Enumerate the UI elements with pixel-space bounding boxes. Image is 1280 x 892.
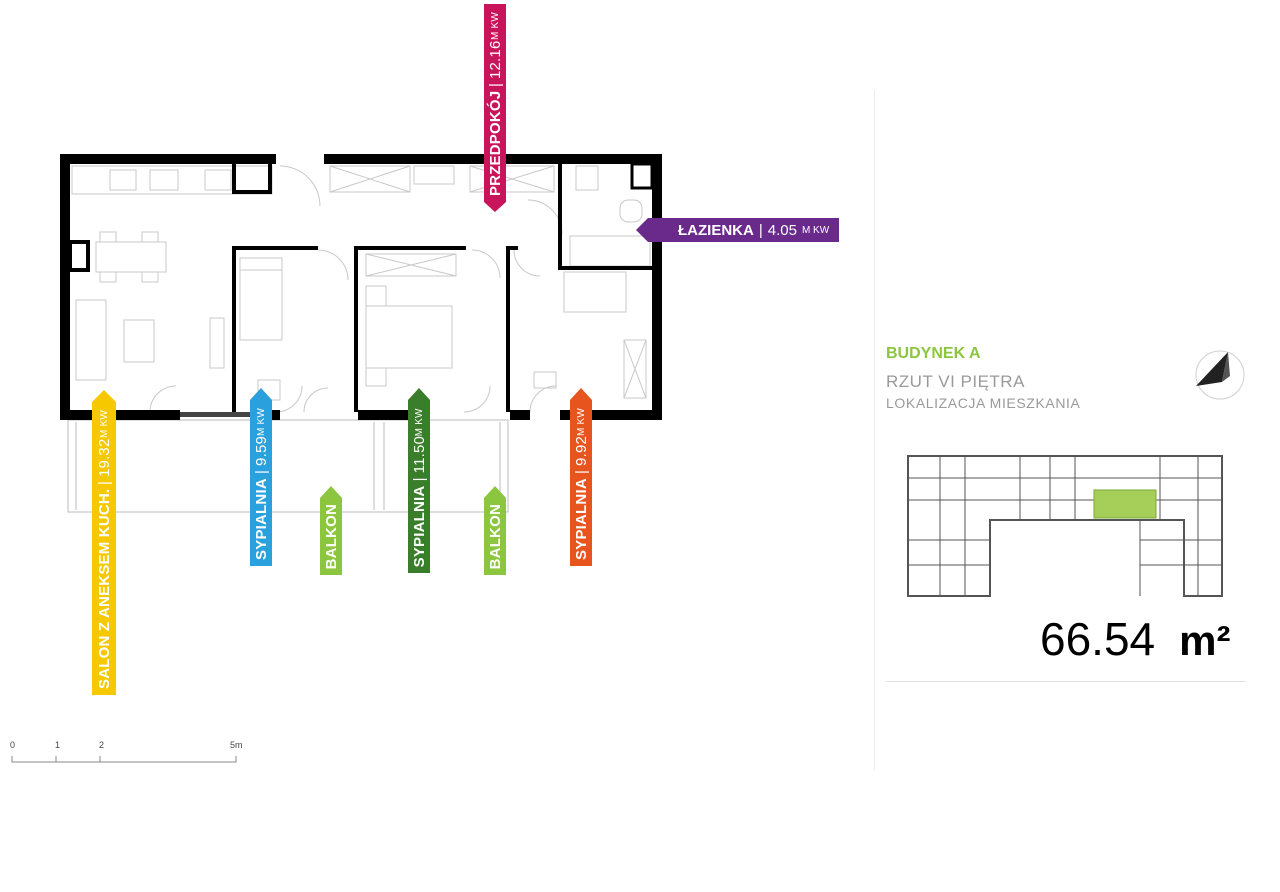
arrow-up-icon bbox=[250, 388, 272, 400]
arrow-up-icon bbox=[320, 486, 342, 498]
location-subtitle: LOKALIZACJA MIESZKANIA bbox=[886, 395, 1081, 411]
scale-label: 2 bbox=[99, 740, 105, 750]
room-area: 19.32 bbox=[95, 438, 113, 477]
room-name: SYPIALNIA bbox=[572, 478, 590, 560]
floor-title: RZUT VI PIĘTRA bbox=[886, 372, 1025, 391]
total-area-value: 66.54 bbox=[1040, 613, 1156, 665]
interior-walls bbox=[68, 162, 654, 412]
room-area: 12.16 bbox=[486, 40, 504, 79]
panel-rule bbox=[886, 681, 1246, 682]
scale-label: 0 bbox=[10, 740, 16, 750]
room-unit: M KW bbox=[98, 410, 110, 439]
room-name: BALKON bbox=[486, 504, 504, 570]
building-title: BUDYNEK A bbox=[886, 345, 981, 362]
total-area: 66.54 m² bbox=[1040, 612, 1230, 666]
north-arrow-icon bbox=[1195, 350, 1245, 400]
room-unit: M KW bbox=[575, 408, 587, 437]
building-key-plan bbox=[907, 455, 1223, 597]
arrow-down-icon bbox=[484, 202, 506, 213]
room-unit: M KW bbox=[801, 224, 830, 236]
arrow-up-icon bbox=[408, 388, 430, 400]
room-area: 4.05 bbox=[767, 221, 797, 239]
room-area: 9.59 bbox=[252, 436, 270, 467]
room-unit: M KW bbox=[255, 408, 267, 437]
room-name: PRZEDPOKÓJ bbox=[486, 90, 504, 197]
total-area-unit: m² bbox=[1179, 617, 1231, 664]
label-przedpokoj: PRZEDPOKÓJ | 12.16 M KW bbox=[484, 4, 506, 213]
furniture bbox=[71, 165, 651, 413]
room-name: SYPIALNIA bbox=[410, 485, 428, 568]
panel-divider bbox=[874, 90, 875, 770]
label-sypialnia-1: SYPIALNIA | 9.59 M KW bbox=[250, 388, 272, 566]
room-area: 11.50 bbox=[410, 436, 428, 474]
room-name: ŁAZIENKA bbox=[678, 221, 754, 239]
arrow-left-icon bbox=[636, 218, 648, 242]
room-unit: M KW bbox=[413, 408, 425, 437]
label-balkon-2: BALKON bbox=[484, 486, 506, 576]
balcony-outline bbox=[67, 419, 509, 513]
label-sypialnia-2: SYPIALNIA | 11.50 M KW bbox=[408, 388, 430, 574]
room-name: SALON Z ANEKSEM KUCH. bbox=[95, 488, 113, 690]
label-balkon-1: BALKON bbox=[320, 486, 342, 576]
scale-bar bbox=[11, 756, 237, 763]
room-area: 9.92 bbox=[572, 436, 590, 467]
arrow-up-icon bbox=[92, 390, 116, 402]
room-unit: M KW bbox=[489, 12, 501, 41]
arrow-up-icon bbox=[570, 388, 592, 400]
label-lazienka: ŁAZIENKA | 4.05 M KW bbox=[636, 218, 840, 242]
label-sypialnia-3: SYPIALNIA | 9.92 M KW bbox=[570, 388, 592, 566]
room-name: BALKON bbox=[322, 504, 340, 570]
scale-label: 1 bbox=[55, 740, 61, 750]
scale-label: 5m bbox=[230, 740, 243, 750]
label-salon: SALON Z ANEKSEM KUCH. | 19.32 M KW bbox=[92, 390, 116, 696]
arrow-up-icon bbox=[484, 486, 506, 498]
room-name: SYPIALNIA bbox=[252, 478, 270, 560]
